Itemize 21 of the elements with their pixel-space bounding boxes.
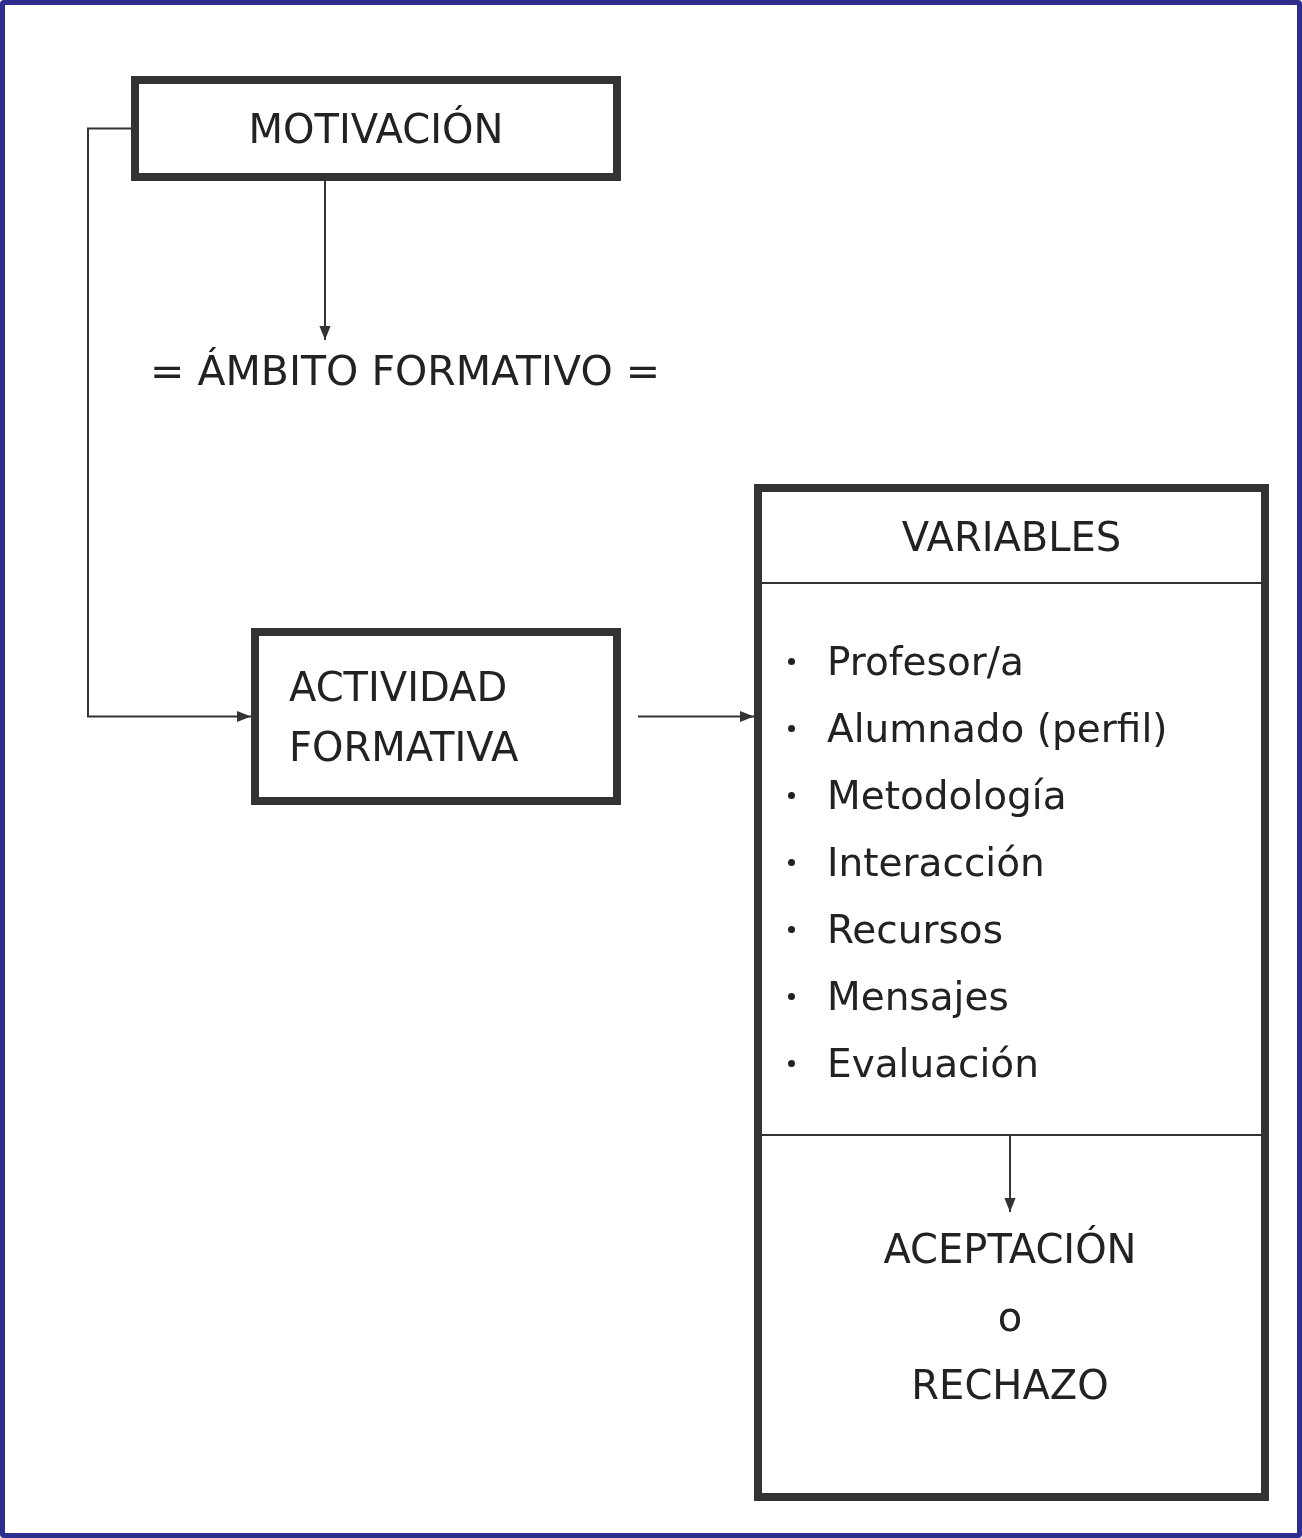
- box-label: ACTIVIDAD FORMATIVA: [289, 662, 520, 772]
- list-item: Metodología: [827, 772, 1067, 820]
- result-text: RECHAZO: [911, 1361, 1109, 1410]
- arrow: [637, 710, 755, 723]
- list-item: Mensajes: [827, 973, 1009, 1021]
- list-item: Evaluación: [827, 1040, 1039, 1088]
- arrow: [87, 127, 252, 723]
- container-box: [754, 484, 1269, 1501]
- list-item: Interacción: [827, 839, 1045, 887]
- box-label: MOTIVACIÓN: [248, 104, 504, 154]
- list-item: Profesor/a: [827, 638, 1024, 686]
- list-item: Recursos: [827, 906, 1004, 954]
- list-item: Alumnado (perfil): [827, 705, 1168, 753]
- result-text: ACEPTACIÓN: [883, 1224, 1137, 1274]
- process-box: [251, 628, 621, 805]
- heading-text: = ÁMBITO FORMATIVO =: [150, 346, 661, 398]
- box-label: VARIABLES: [901, 513, 1122, 562]
- arrow: [319, 180, 331, 341]
- arrow: [1004, 1135, 1016, 1213]
- process-box: [131, 76, 621, 181]
- result-text: o: [997, 1293, 1023, 1342]
